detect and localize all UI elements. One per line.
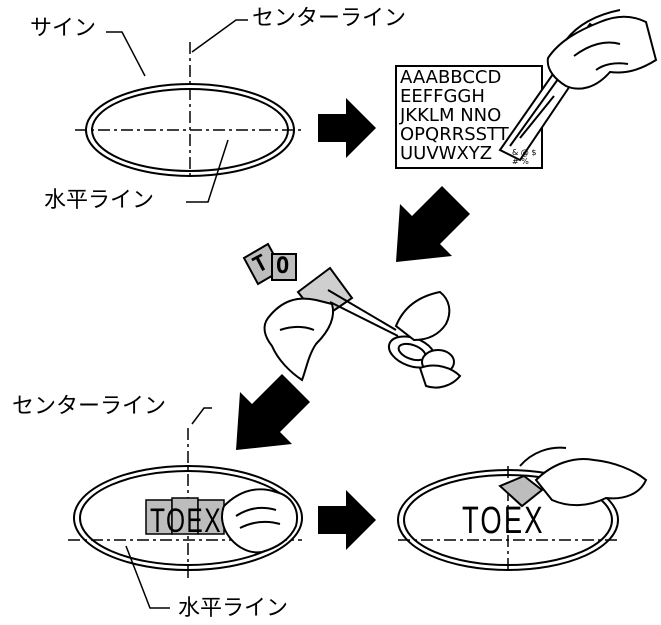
hand-icon-right [394, 290, 462, 389]
center-line-leader-bottom [191, 407, 212, 425]
step-arrow-down-left-2 [236, 374, 310, 450]
horizontal-line-label-top: 水平ライン [44, 188, 155, 213]
letter-sheet-row: OPQRRSSTT [400, 124, 509, 145]
letter-sheet-symbols: & @ $ # % [512, 148, 537, 166]
step-arrow-right [318, 98, 376, 158]
center-line-label-bottom: センターライン [12, 394, 167, 419]
horizontal-line-label-bottom: 水平ライン [178, 596, 289, 621]
hand-icon-left [263, 297, 334, 382]
applied-sign-text: TOEX [150, 502, 222, 540]
horizontal-line-leader-top [186, 139, 229, 203]
step-arrow-down-left [396, 186, 470, 262]
applied-letter-pieces [145, 497, 225, 535]
held-letter-o: O [276, 254, 290, 279]
hand-icon-applying [221, 488, 298, 554]
letter-sheet-row: AAABBCCD [400, 67, 502, 88]
letter-sheet-row: EEFFGGH [400, 86, 485, 107]
letter-sheet-text: AAABBCCD EEFFGGH JKKLM NNO OPQRRSSTT UUV… [400, 68, 540, 163]
letter-sheet-row: UUVWXYZ [400, 143, 493, 164]
sign-label: サイン [30, 16, 97, 41]
sign-leader [106, 31, 146, 77]
hand-icon-peeling [498, 446, 648, 508]
center-line-leader-top [191, 19, 248, 53]
final-sign-text: TOEX [462, 500, 545, 542]
step-arrow-right-2 [318, 490, 376, 550]
center-line-label-top: センターライン [252, 6, 407, 31]
letter-sheet-row: JKKLM NNO [400, 105, 502, 126]
horizontal-line-leader-bottom [125, 545, 170, 609]
hand-icon-cutting [546, 9, 658, 90]
